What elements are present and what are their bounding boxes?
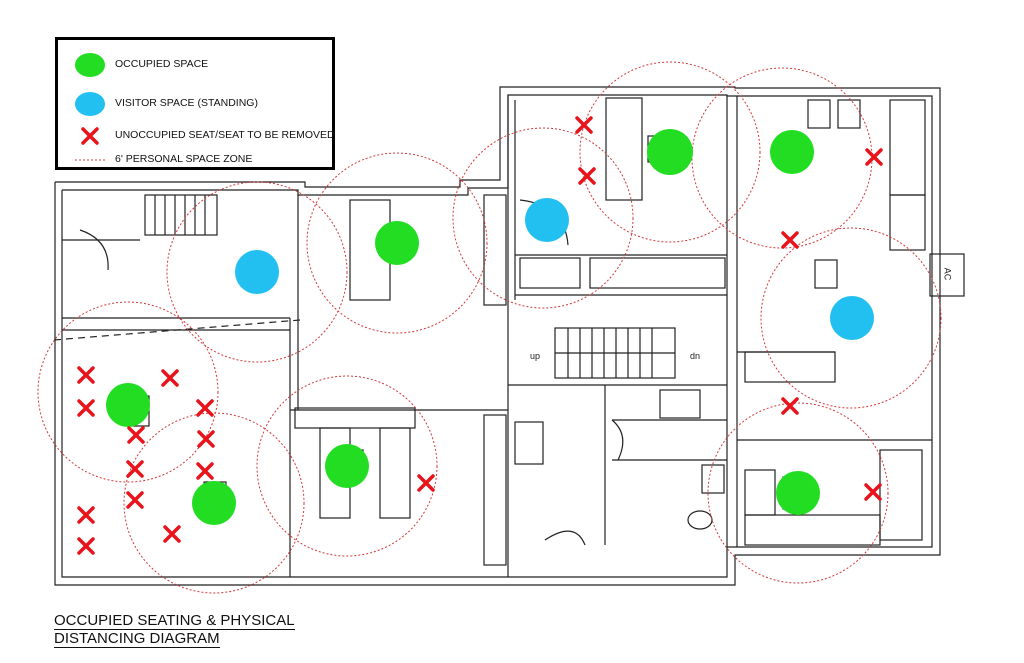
unoccupied-seats	[77, 116, 883, 555]
legend-unoccupied-label: UNOCCUPIED SEAT/SEAT TO BE REMOVED	[115, 129, 335, 141]
occupied-space	[770, 130, 814, 174]
stair-up-label: up	[530, 351, 541, 361]
unoccupied-seat-x	[127, 426, 145, 444]
personal-space-zone	[707, 402, 889, 584]
unoccupied-seat-x	[126, 491, 144, 509]
unoccupied-seat-x	[77, 399, 95, 417]
occupied-space	[647, 129, 693, 175]
unoccupied-seat-x	[196, 462, 214, 480]
unoccupied-seat-x	[161, 369, 179, 387]
unoccupied-seat-x	[864, 483, 882, 501]
title-line-2: DISTANCING DIAGRAM	[54, 630, 220, 648]
occupied-spaces	[106, 129, 820, 525]
visitor-space	[235, 250, 279, 294]
occupied-space	[375, 221, 419, 265]
visitor-space	[525, 198, 569, 242]
personal-space-zone	[306, 152, 488, 334]
personal-space-zone	[123, 412, 305, 594]
personal-space-zone	[256, 375, 438, 557]
legend-visitor: VISITOR SPACE (STANDING)	[58, 92, 332, 116]
unoccupied-seat-x	[781, 397, 799, 415]
title-line-1: OCCUPIED SEATING & PHYSICAL	[54, 612, 295, 630]
unoccupied-seat-x	[865, 148, 883, 166]
legend-visitor-label: VISITOR SPACE (STANDING)	[115, 97, 258, 109]
legend-zone-label: 6' PERSONAL SPACE ZONE	[115, 153, 253, 165]
unoccupied-seat-x	[578, 167, 596, 185]
unoccupied-seat-x	[197, 430, 215, 448]
ac-label: AC	[942, 267, 953, 281]
personal-space-zone	[37, 301, 219, 483]
occupied-space	[192, 481, 236, 525]
zone-line-icon	[75, 148, 105, 172]
unoccupied-seat-x	[196, 399, 214, 417]
personal-space-zone	[166, 181, 348, 363]
visitor-swatch-icon	[75, 92, 105, 116]
stair-down-label: dn	[690, 351, 701, 361]
unoccupied-seat-x	[77, 366, 95, 384]
legend-occupied: OCCUPIED SPACE	[58, 53, 332, 77]
occupied-swatch-icon	[75, 53, 105, 77]
unoccupied-seat-x	[77, 537, 95, 555]
legend-unoccupied: UNOCCUPIED SEAT/SEAT TO BE REMOVED	[58, 124, 335, 148]
unoccupied-seat-x	[575, 116, 593, 134]
legend: OCCUPIED SPACE VISITOR SPACE (STANDING) …	[55, 37, 335, 170]
occupied-space	[106, 383, 150, 427]
unoccupied-seat-x	[163, 525, 181, 543]
visitor-spaces	[235, 198, 874, 340]
occupied-space	[776, 471, 820, 515]
unoccupied-seat-x	[77, 506, 95, 524]
unoccupied-seat-x	[126, 460, 144, 478]
unoccupied-seat-x	[781, 231, 799, 249]
diagram-title: OCCUPIED SEATING & PHYSICAL DISTANCING D…	[54, 612, 295, 648]
unoccupied-seat-x	[417, 474, 435, 492]
unoccupied-x-icon	[75, 124, 105, 148]
personal-space-zone	[579, 61, 761, 243]
visitor-space	[830, 296, 874, 340]
legend-zone: 6' PERSONAL SPACE ZONE	[58, 148, 332, 172]
legend-occupied-label: OCCUPIED SPACE	[115, 58, 209, 70]
occupied-space	[325, 444, 369, 488]
personal-space-zone	[760, 227, 942, 409]
personal-space-zone	[452, 127, 634, 309]
